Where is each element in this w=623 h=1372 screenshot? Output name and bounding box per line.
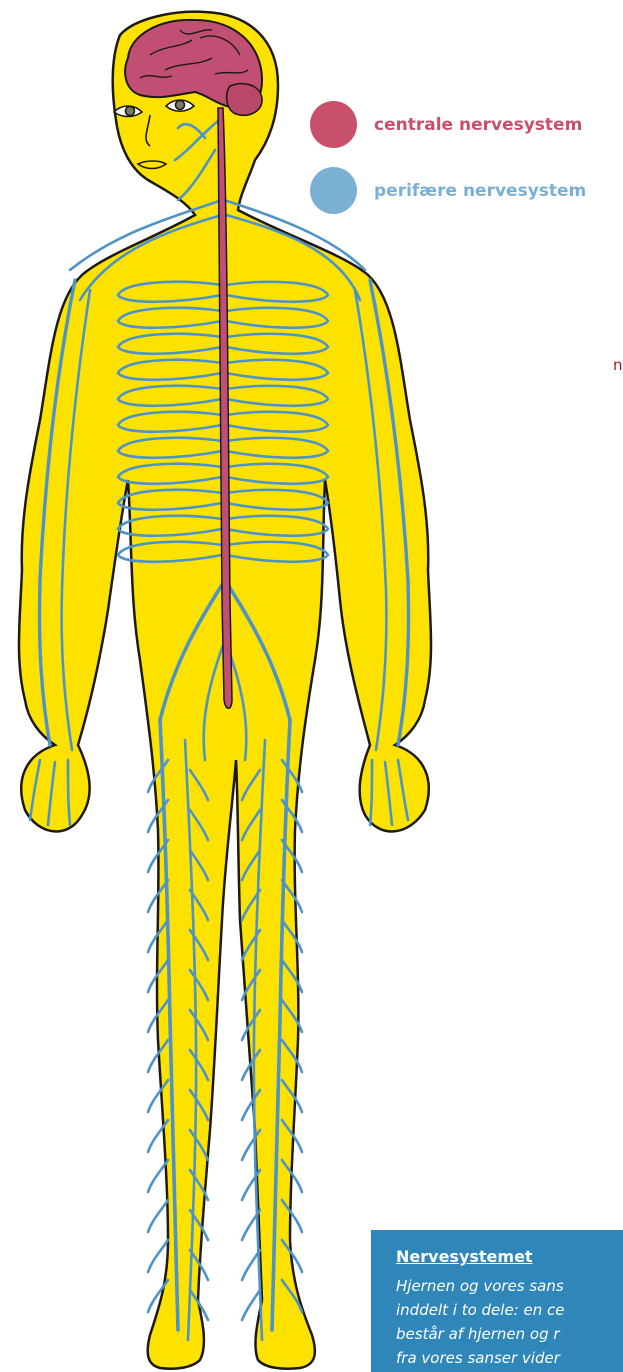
info-box-title: Nervesystemet — [396, 1247, 623, 1266]
info-box-line: består af hjernen og r — [396, 1322, 623, 1346]
info-box-line: Hjernen og vores sans — [396, 1274, 623, 1298]
info-box-line: fra vores sanser vider — [396, 1346, 623, 1370]
left-pupil — [126, 107, 135, 116]
right-pupil — [176, 101, 185, 110]
info-box: Nervesystemet Hjernen og vores sans indd… — [371, 1230, 623, 1372]
nerve-branch — [148, 1240, 168, 1272]
legend-peripheral-nervous-system: perifære nervesystem — [310, 167, 586, 214]
cerebellum — [227, 84, 262, 116]
nerve-branch — [242, 1290, 260, 1320]
central-legend-label: centrale nervesystem — [374, 115, 582, 135]
nerve-branch — [148, 1200, 168, 1232]
info-box-line: inddelt i to dele: en ce — [396, 1298, 623, 1322]
nerve-branch — [242, 1250, 260, 1280]
cropped-label-fragment: n — [613, 356, 623, 374]
peripheral-legend-swatch — [310, 167, 357, 214]
peripheral-legend-label: perifære nervesystem — [374, 181, 586, 201]
central-legend-swatch — [310, 101, 357, 148]
legend-central-nervous-system: centrale nervesystem — [310, 101, 582, 148]
